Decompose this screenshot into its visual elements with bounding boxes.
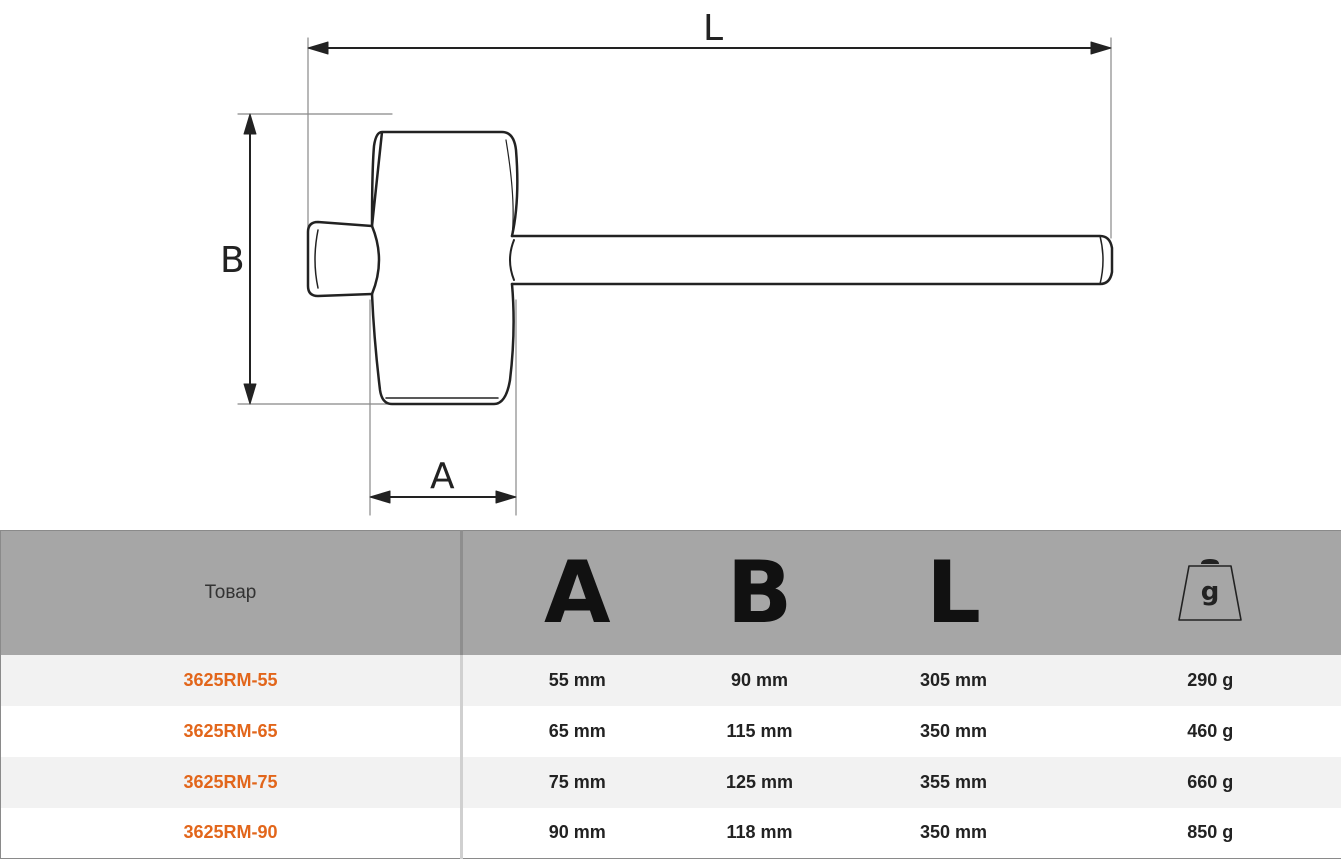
- mallet-diagram: L B A: [220, 8, 1114, 516]
- cell-l: 350 mm: [919, 720, 988, 741]
- cell-weight: 850 g: [1187, 822, 1234, 843]
- dimension-l: [307, 37, 1112, 239]
- cell-l: 305 mm: [919, 669, 988, 690]
- cell-weight: 290 g: [1187, 669, 1234, 690]
- cell-a: 55 mm: [548, 669, 606, 690]
- table-header-row: Товар A B L g: [0, 530, 1341, 655]
- cell-weight: 660 g: [1187, 771, 1234, 792]
- spec-table: Товар A B L g 3625RM-55 55 mm 90 mm 305 mm 2…: [0, 530, 1341, 859]
- label-l: L: [703, 8, 723, 49]
- header-product: Товар: [0, 530, 463, 655]
- table-row: 3625RM-75 75 mm 125 mm 355 mm 660 g: [0, 756, 1341, 808]
- svg-text:g: g: [1201, 577, 1220, 607]
- cell-l: 355 mm: [919, 771, 988, 792]
- cell-product[interactable]: 3625RM-65: [0, 705, 463, 757]
- cell-l: 350 mm: [919, 822, 988, 843]
- cell-weight: 460 g: [1187, 720, 1234, 741]
- mallet-dimension-drawing: L B A: [220, 8, 1114, 516]
- mallet-head: [370, 130, 519, 406]
- label-a: A: [430, 456, 455, 497]
- table-row: 3625RM-65 65 mm 115 mm 350 mm 460 g: [0, 705, 1341, 757]
- cell-b: 125 mm: [725, 771, 794, 792]
- dimension-a: [369, 299, 517, 516]
- cell-b: 118 mm: [726, 822, 793, 843]
- cell-a: 90 mm: [548, 822, 606, 843]
- cell-b: 90 mm: [730, 669, 789, 690]
- cell-b: 115 mm: [726, 720, 793, 741]
- header-l: L: [926, 542, 981, 643]
- cell-product[interactable]: 3625RM-90: [0, 807, 463, 859]
- header-b: B: [726, 542, 793, 643]
- header-a: A: [543, 542, 611, 643]
- table-row: 3625RM-55 55 mm 90 mm 305 mm 290 g: [0, 654, 1341, 706]
- cell-a: 75 mm: [548, 771, 606, 792]
- label-b: B: [220, 240, 245, 281]
- cell-product[interactable]: 3625RM-75: [0, 756, 463, 808]
- cell-a: 65 mm: [548, 720, 606, 741]
- dimension-b: [237, 113, 393, 405]
- cell-product[interactable]: 3625RM-55: [0, 654, 463, 706]
- mallet-handle: [509, 234, 1114, 286]
- mallet-tenon: [306, 220, 381, 298]
- weight-icon: g: [1178, 559, 1243, 622]
- header-weight: g: [1080, 531, 1341, 655]
- table-row: 3625RM-90 90 mm 118 mm 350 mm 850 g: [0, 807, 1341, 859]
